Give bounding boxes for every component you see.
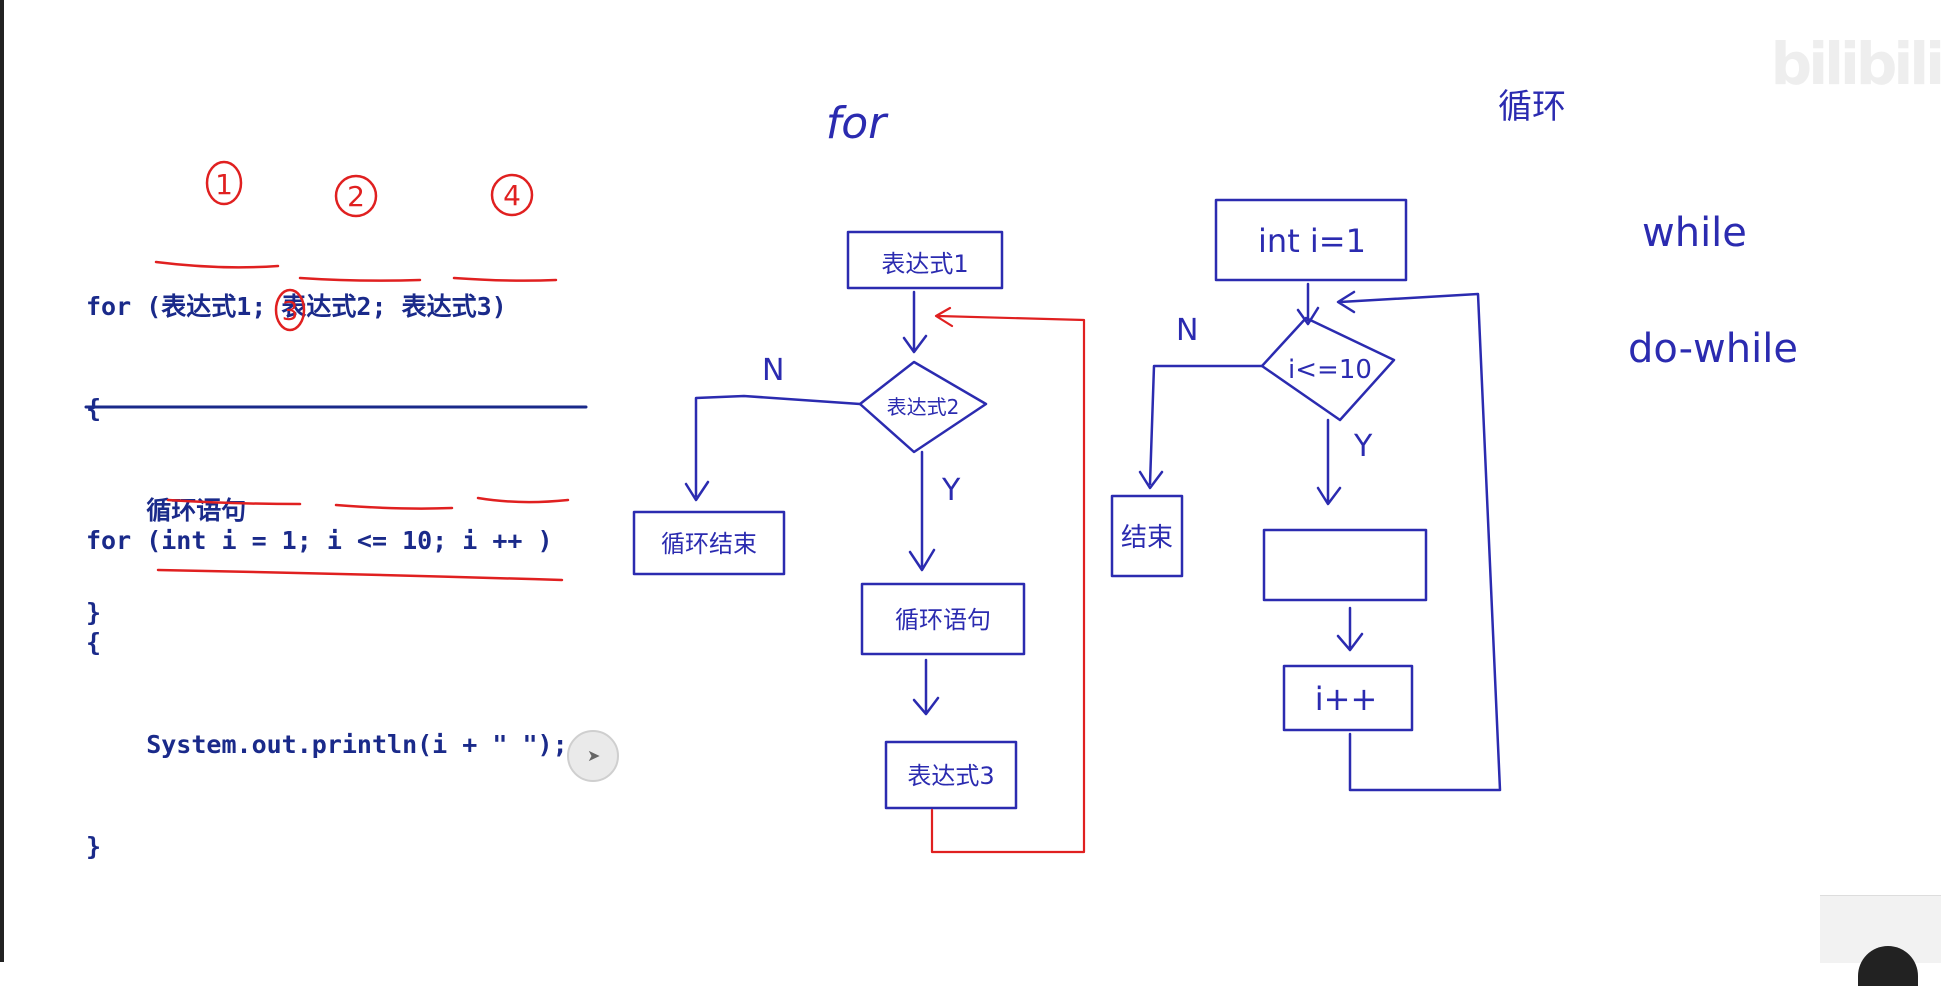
arrow-no-to-end xyxy=(684,394,862,502)
marker-circle-2 xyxy=(334,174,378,218)
code-block-example-for: for (int i = 1; i <= 10; i ++ ) { System… xyxy=(86,456,568,898)
arrow-print-to-incr xyxy=(1336,606,1364,652)
underline-init xyxy=(166,498,302,506)
label-no-for: N xyxy=(762,353,784,388)
label-no-example: N xyxy=(1176,313,1198,348)
arrow-expr3-loop-back xyxy=(930,306,1086,854)
code-line: for (int i = 1; i <= 10; i ++ ) xyxy=(86,526,553,555)
node-expr3-box xyxy=(884,740,1018,810)
arrow-incr-loop-back xyxy=(1336,290,1502,792)
marker-circle-4 xyxy=(490,173,534,217)
node-expr2-label: 表达式2 xyxy=(887,395,960,419)
underline-incr xyxy=(476,496,570,504)
arrow-yes-to-body xyxy=(908,450,936,572)
node-incr-box xyxy=(1282,664,1414,732)
node-expr3-label: 表达式3 xyxy=(907,762,994,790)
code-line: System.out.println(i + " "); xyxy=(86,730,568,759)
code-line: { xyxy=(86,628,102,657)
node-loop-end-box xyxy=(632,510,786,576)
node-cond-diamond xyxy=(1260,316,1396,422)
webcam-overlay xyxy=(1820,895,1941,986)
arrow-no-to-end xyxy=(1138,364,1264,490)
bilibili-watermark: bilibili xyxy=(1770,30,1941,98)
note-while: while xyxy=(1642,210,1747,256)
node-loop-end-label: 循环结束 xyxy=(661,530,757,558)
code-line: } xyxy=(86,598,102,627)
marker-label-1: 1 xyxy=(215,168,233,201)
arrow-init-to-cond xyxy=(1296,282,1320,326)
note-do-while: do-while xyxy=(1628,326,1798,372)
label-yes-for: Y xyxy=(941,473,961,508)
label-yes-example: Y xyxy=(1353,429,1373,464)
marker-circle-3 xyxy=(274,288,306,332)
node-cond-label: i<=10 xyxy=(1288,355,1372,385)
node-loop-body-label: 循环语句 xyxy=(895,606,991,634)
code-line: } xyxy=(86,832,102,861)
node-end-box xyxy=(1110,494,1184,578)
marker-label-2: 2 xyxy=(347,180,365,213)
person-silhouette xyxy=(1858,946,1918,986)
cursor-icon: ➤ xyxy=(587,746,601,765)
underline-expr2 xyxy=(298,276,422,282)
marker-label-4: 4 xyxy=(503,179,521,212)
code-line: for (表达式1; 表达式2; 表达式3) xyxy=(86,292,507,321)
whiteboard-canvas: 1 2 4 3 for 表达式1 表达式2 循环结束 循环语句 表达式3 N Y… xyxy=(84,87,1798,854)
node-expr1-label: 表达式1 xyxy=(881,250,968,278)
underline-body xyxy=(156,568,564,582)
marker-label-3: 3 xyxy=(282,297,299,327)
node-init-box xyxy=(1214,198,1408,282)
node-loop-body-box xyxy=(860,582,1026,656)
underline-expr3 xyxy=(452,276,558,282)
mouse-cursor-indicator: ➤ xyxy=(567,730,619,782)
node-expr1-box xyxy=(846,230,1004,290)
node-end-label: 结束 xyxy=(1121,523,1173,553)
arrow-expr1-to-expr2 xyxy=(902,290,928,354)
node-init-label: int i=1 xyxy=(1258,222,1366,260)
flowchart-example-title: 循环 xyxy=(1498,87,1566,127)
flowchart-for-title: for xyxy=(826,98,889,149)
window-left-border xyxy=(0,0,4,962)
node-expr2-diamond xyxy=(858,360,988,454)
marker-circle-1 xyxy=(205,160,243,206)
underline-expr1 xyxy=(154,260,280,269)
underline-cond xyxy=(334,503,454,510)
node-print-box xyxy=(1262,528,1428,602)
arrow-yes-to-print xyxy=(1316,418,1342,506)
arrow-body-to-expr3 xyxy=(912,658,940,716)
node-incr-label: i++ xyxy=(1315,680,1378,718)
